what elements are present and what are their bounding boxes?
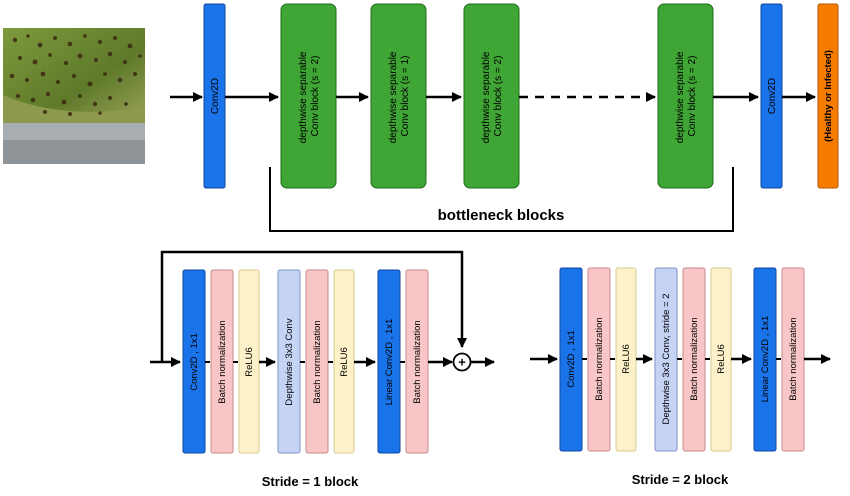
stride1-bn2-label: Batch normalization	[312, 320, 323, 403]
stride1-relu2-label: ReLU6	[339, 347, 350, 377]
ds-block-4-label: depthwise separable Conv block (s = 2)	[675, 49, 698, 144]
conv2d-output-block: Conv2D	[760, 3, 783, 189]
ds-block-1-label: depthwise separable Conv block (s = 2)	[298, 49, 321, 144]
bottleneck-bracket	[269, 167, 734, 232]
stride1-diagram: Conv2D , 1x1 Batch normalization ReLU6 D…	[150, 250, 495, 489]
stride1-linear-conv-label: Linear Conv2D , 1x1	[384, 319, 395, 406]
stride2-relu1-label: ReLU6	[621, 344, 632, 374]
ds-block-1-line1: depthwise separable	[298, 51, 309, 143]
stride1-bn3-label: Batch normalization	[412, 320, 423, 403]
stride1-bn1-label: Batch normalization	[217, 320, 228, 403]
add-icon: +	[452, 352, 472, 372]
ds-block-2: depthwise separable Conv block (s = 1)	[370, 3, 427, 189]
ds-block-1-line2: Conv block (s = 2)	[310, 56, 321, 137]
bottleneck-label: bottleneck blocks	[438, 207, 565, 224]
stride1-depthwise-label: Depthwise 3x3 Conv	[284, 318, 295, 405]
stride1-relu1-label: ReLU6	[244, 347, 255, 377]
svg-text:+: +	[458, 355, 466, 370]
ds-block-3: depthwise separable Conv block (s = 2)	[463, 3, 520, 189]
stride1-skip-connection	[160, 250, 467, 362]
stride2-depthwise-label: Depthwise 3x3 Conv, stride = 2	[661, 293, 672, 424]
output-block: (Healthy or Infected)	[817, 3, 839, 189]
ds-block-3-label: depthwise separable Conv block (s = 2)	[481, 49, 504, 144]
output-label: (Healthy or Infected)	[823, 50, 834, 142]
stride2-bn1-label: Batch normalization	[594, 317, 605, 400]
ds-block-1: depthwise separable Conv block (s = 2)	[280, 3, 337, 189]
stride2-diagram: Conv2D , 1x1 Batch normalization ReLU6 D…	[530, 267, 831, 487]
stride2-linear-conv-label: Linear Conv2D , 1x1	[760, 316, 771, 403]
ds-block-2-label: depthwise separable Conv block (s = 1)	[388, 49, 411, 144]
conv2d-input-label: Conv2D	[210, 78, 221, 114]
stride2-bn3-label: Batch normalization	[788, 317, 799, 400]
conv2d-output-label: Conv2D	[767, 78, 778, 114]
stride1-conv1x1-label: Conv2D , 1x1	[189, 333, 200, 391]
ds-block-4: depthwise separable Conv block (s = 2)	[657, 3, 714, 189]
input-leaf-image	[3, 28, 145, 164]
stride2-bn2-label: Batch normalization	[689, 317, 700, 400]
stride1-caption: Stride = 1 block	[262, 474, 359, 489]
stride2-conv1x1-label: Conv2D , 1x1	[566, 330, 577, 388]
conv2d-input-block: Conv2D	[203, 3, 226, 189]
stride2-relu2-label: ReLU6	[716, 344, 727, 374]
stride2-caption: Stride = 2 block	[632, 472, 729, 487]
